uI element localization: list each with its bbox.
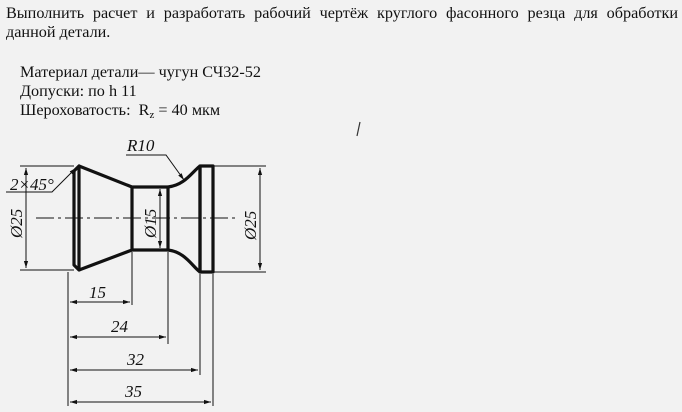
roughness-value: = 40 мкм bbox=[158, 101, 221, 119]
roughness-subscript: z bbox=[149, 109, 155, 121]
center-diameter-label: Ø15 bbox=[141, 209, 160, 239]
length-dimension-lines bbox=[70, 299, 211, 405]
length-35-label: 35 bbox=[124, 382, 142, 401]
length-15-label: 15 bbox=[89, 283, 106, 302]
length-32-label: 32 bbox=[126, 350, 145, 369]
left-diameter-dimension bbox=[20, 165, 74, 271]
roughness-label: Шероховатость: bbox=[20, 101, 131, 119]
length-24-label: 24 bbox=[111, 317, 129, 336]
stray-mark bbox=[356, 121, 361, 137]
chamfer-label: 2×45° bbox=[10, 175, 54, 194]
part-specifications: Материал детали— чугун СЧ32-52 Допуски: … bbox=[20, 63, 261, 125]
left-diameter-label: Ø25 bbox=[7, 209, 26, 239]
radius-label: R10 bbox=[126, 136, 155, 155]
right-diameter-label: Ø25 bbox=[241, 211, 260, 241]
length-extension-lines bbox=[67, 252, 214, 406]
roughness-line: Шероховатость: Rz = 40 мкм bbox=[20, 101, 261, 125]
roughness-symbol: R bbox=[138, 101, 150, 119]
chamfer-leader: 2×45° bbox=[6, 167, 77, 194]
material-line: Материал детали— чугун СЧ32-52 bbox=[20, 63, 261, 81]
radius-leader: R10 bbox=[126, 136, 185, 181]
tolerance-line: Допуски: по h 11 bbox=[20, 82, 137, 100]
task-statement: Выполнить расчет и разработать рабочий ч… bbox=[6, 4, 678, 41]
right-diameter-dimension bbox=[213, 165, 266, 273]
